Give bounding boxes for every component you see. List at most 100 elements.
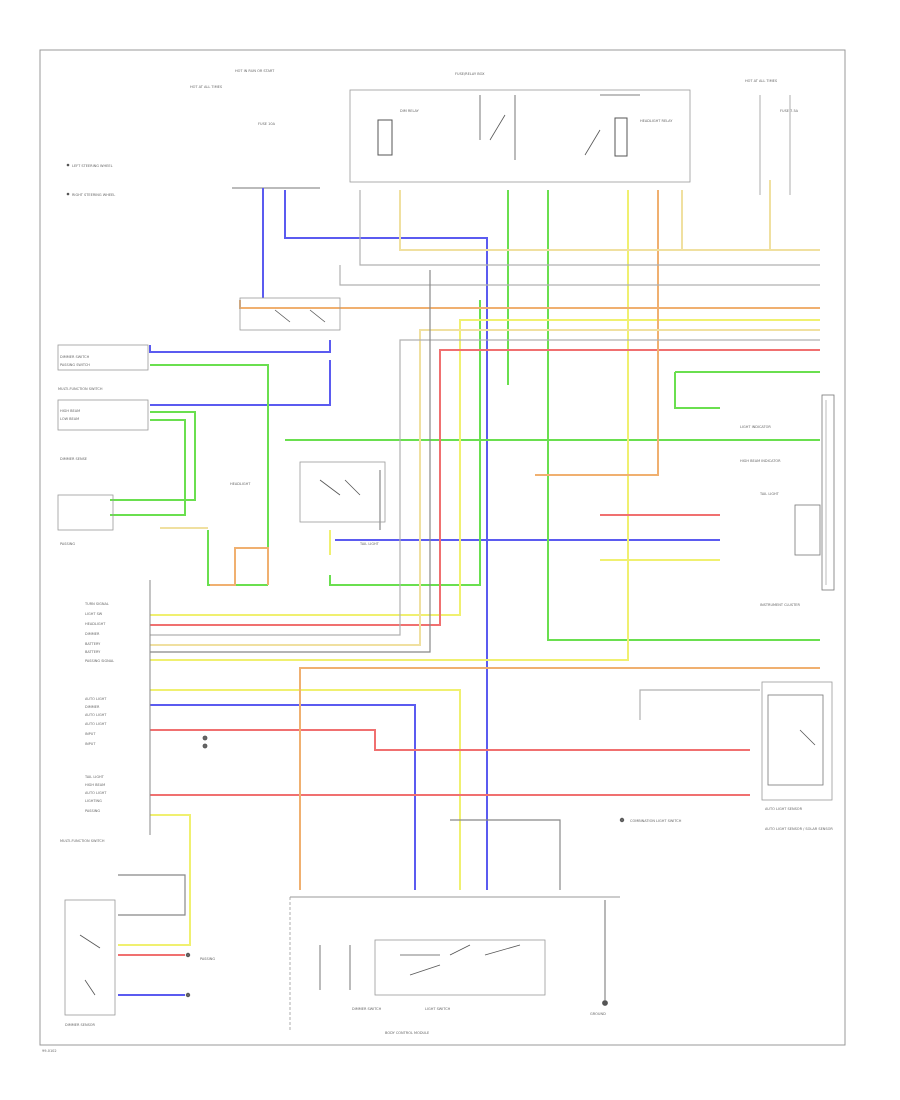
wire-yellow-1	[150, 190, 629, 661]
gauge-label-2: HEADLIGHT	[230, 482, 251, 486]
wire-orange-3	[210, 547, 269, 586]
wire-gray-2	[339, 265, 820, 286]
pin-2-1: DIMMER	[85, 705, 100, 709]
wire-beige-1	[681, 180, 771, 251]
wire-green-5	[110, 419, 186, 516]
left-lower-conn	[57, 494, 114, 531]
bottom-label-light: LIGHT SWITCH	[425, 1007, 451, 1011]
wiring	[110, 180, 820, 1000]
pin-2-3: AUTO LIGHT	[85, 722, 107, 726]
left-label-5: LOW BEAM	[60, 417, 79, 421]
fuse-relay-box	[349, 89, 691, 183]
wire-black-1	[150, 270, 431, 653]
pin-1-1: LIGHT SW	[85, 612, 103, 616]
wire-blue-2	[284, 190, 488, 890]
wire-blue-3	[149, 340, 331, 353]
pin-1-6: PASSING SIGNAL	[85, 659, 114, 663]
dim-relay-coil	[377, 119, 393, 156]
pin-1-2: HEADLIGHT	[85, 622, 106, 626]
auto-light-sensor-box	[761, 681, 833, 801]
pin-2-5: INPUT	[85, 742, 96, 746]
wire-yellow-4	[118, 814, 191, 946]
top-label-headlight-relay: HEADLIGHT RELAY	[640, 119, 673, 123]
right-label-tail: TAIL LIGHT	[759, 492, 780, 496]
top-label-fuse-left: FUSE 10A	[258, 122, 276, 126]
wire-yellow-2	[150, 319, 820, 616]
right-label-cluster: INSTRUMENT CLUSTER	[760, 603, 800, 607]
pin-2-4: INPUT	[85, 732, 96, 736]
wire-black-5	[118, 874, 186, 916]
wire-yellow-3	[150, 689, 461, 890]
wire-green-11	[207, 530, 268, 586]
top-label-hot-right: HOT AT ALL TIMES	[745, 79, 778, 83]
pin-3-2: AUTO LIGHT	[85, 791, 107, 795]
wire-black-3	[450, 819, 561, 890]
bottom-label-module: BODY CONTROL MODULE	[385, 1031, 429, 1035]
wire-beige-3	[399, 190, 820, 251]
labels: DIMMER SWITCH PASSING SWITCH MULTI-FUNCT…	[42, 355, 833, 1053]
wire-blue-4	[150, 360, 331, 406]
wire-green-2	[547, 190, 820, 641]
light-switch-box	[299, 461, 386, 523]
dimmer-sensor-bottom	[64, 899, 116, 1016]
right-label-auto-sensor: AUTO LIGHT SENSOR	[765, 807, 803, 811]
wire-blue-6	[150, 704, 416, 890]
pin-3-3: LIGHTING	[85, 799, 102, 803]
left-label-3: MULTI-FUNCTION SWITCH	[58, 387, 103, 391]
switch-block	[374, 939, 546, 996]
pin-3-1: HIGH BEAM	[85, 783, 105, 787]
wire-gray-4	[150, 339, 820, 636]
top-fuse-area: HOT AT ALL TIMES HOT IN RUN OR START FUS…	[66, 69, 799, 197]
wire-green-3	[150, 364, 269, 440]
instrument-cluster-box	[821, 394, 835, 591]
legend-line-2: RIGHT STEERING WHEEL	[72, 193, 115, 197]
headlight-relay-coil	[614, 117, 628, 157]
page-code: 99-0102	[42, 1049, 57, 1053]
top-label-hot-run: HOT IN RUN OR START	[235, 69, 275, 73]
left-label-1: PASSING SWITCH	[60, 363, 90, 367]
bottom-label-dimmer: DIMMER SWITCH	[352, 1007, 382, 1011]
ground-symbol	[602, 1000, 608, 1006]
wire-green-10	[674, 372, 720, 409]
pin-1-3: DIMMER	[85, 632, 100, 636]
top-label-dim-relay: DIM RELAY	[400, 109, 420, 113]
bottom-label-passing: PASSING	[200, 957, 215, 961]
right-label-combination: COMBINATION LIGHT SWITCH	[630, 819, 682, 823]
gauge-label-3: TAIL LIGHT	[359, 542, 380, 546]
top-label-hot-all: HOT AT ALL TIMES	[190, 85, 223, 89]
top-label-fuse-box: FUSE/RELAY BOX	[455, 72, 485, 76]
legend-line-1: LEFT STEERING WHEEL	[72, 164, 113, 168]
wire-red-1	[150, 349, 820, 626]
wire-green-8	[329, 300, 481, 586]
dimmer-switch-box	[239, 297, 341, 331]
diagram-border	[39, 49, 846, 1046]
right-label-light-ind: LIGHT INDICATOR	[740, 425, 771, 429]
top-label-fuse-right: FUSE 7.5A	[780, 109, 799, 113]
left-label-0: DIMMER SWITCH	[60, 355, 90, 359]
wire-orange-1	[239, 300, 820, 309]
bottom-label-ground: GROUND	[590, 1012, 606, 1016]
pin-1-0: TURN SIGNAL	[84, 602, 109, 606]
right-label-high-beam: HIGH BEAM INDICATOR	[740, 459, 781, 463]
wire-gray-3	[639, 689, 760, 720]
pin-2-0: AUTO LIGHT	[85, 697, 107, 701]
bottom-label-combination: MULTI-FUNCTION SWITCH	[60, 839, 105, 843]
pin-1-4: BATTERY	[85, 642, 101, 646]
bottom-label-left: DIMMER SENSOR	[65, 1023, 96, 1027]
pin-2-2: AUTO LIGHT	[85, 713, 107, 717]
pin-3-0: TAIL LIGHT	[84, 775, 105, 779]
wire-orange-4	[535, 190, 659, 476]
gauge-label-0: DIMMER SENSE	[60, 457, 87, 461]
wire-beige-2	[150, 329, 820, 646]
components	[57, 297, 835, 1030]
pin-1-5: BATTERY	[85, 650, 101, 654]
wire-red-2	[150, 729, 750, 751]
pin-3-4: PASSING	[85, 809, 100, 813]
wire-green-4	[110, 411, 196, 501]
gauge-label-1: PASSING	[60, 542, 75, 546]
wire-orange-2	[299, 667, 820, 890]
wire-gray-1	[359, 190, 820, 266]
dimmer-sensor-conn	[57, 344, 149, 371]
multi-function-conn	[57, 399, 149, 431]
